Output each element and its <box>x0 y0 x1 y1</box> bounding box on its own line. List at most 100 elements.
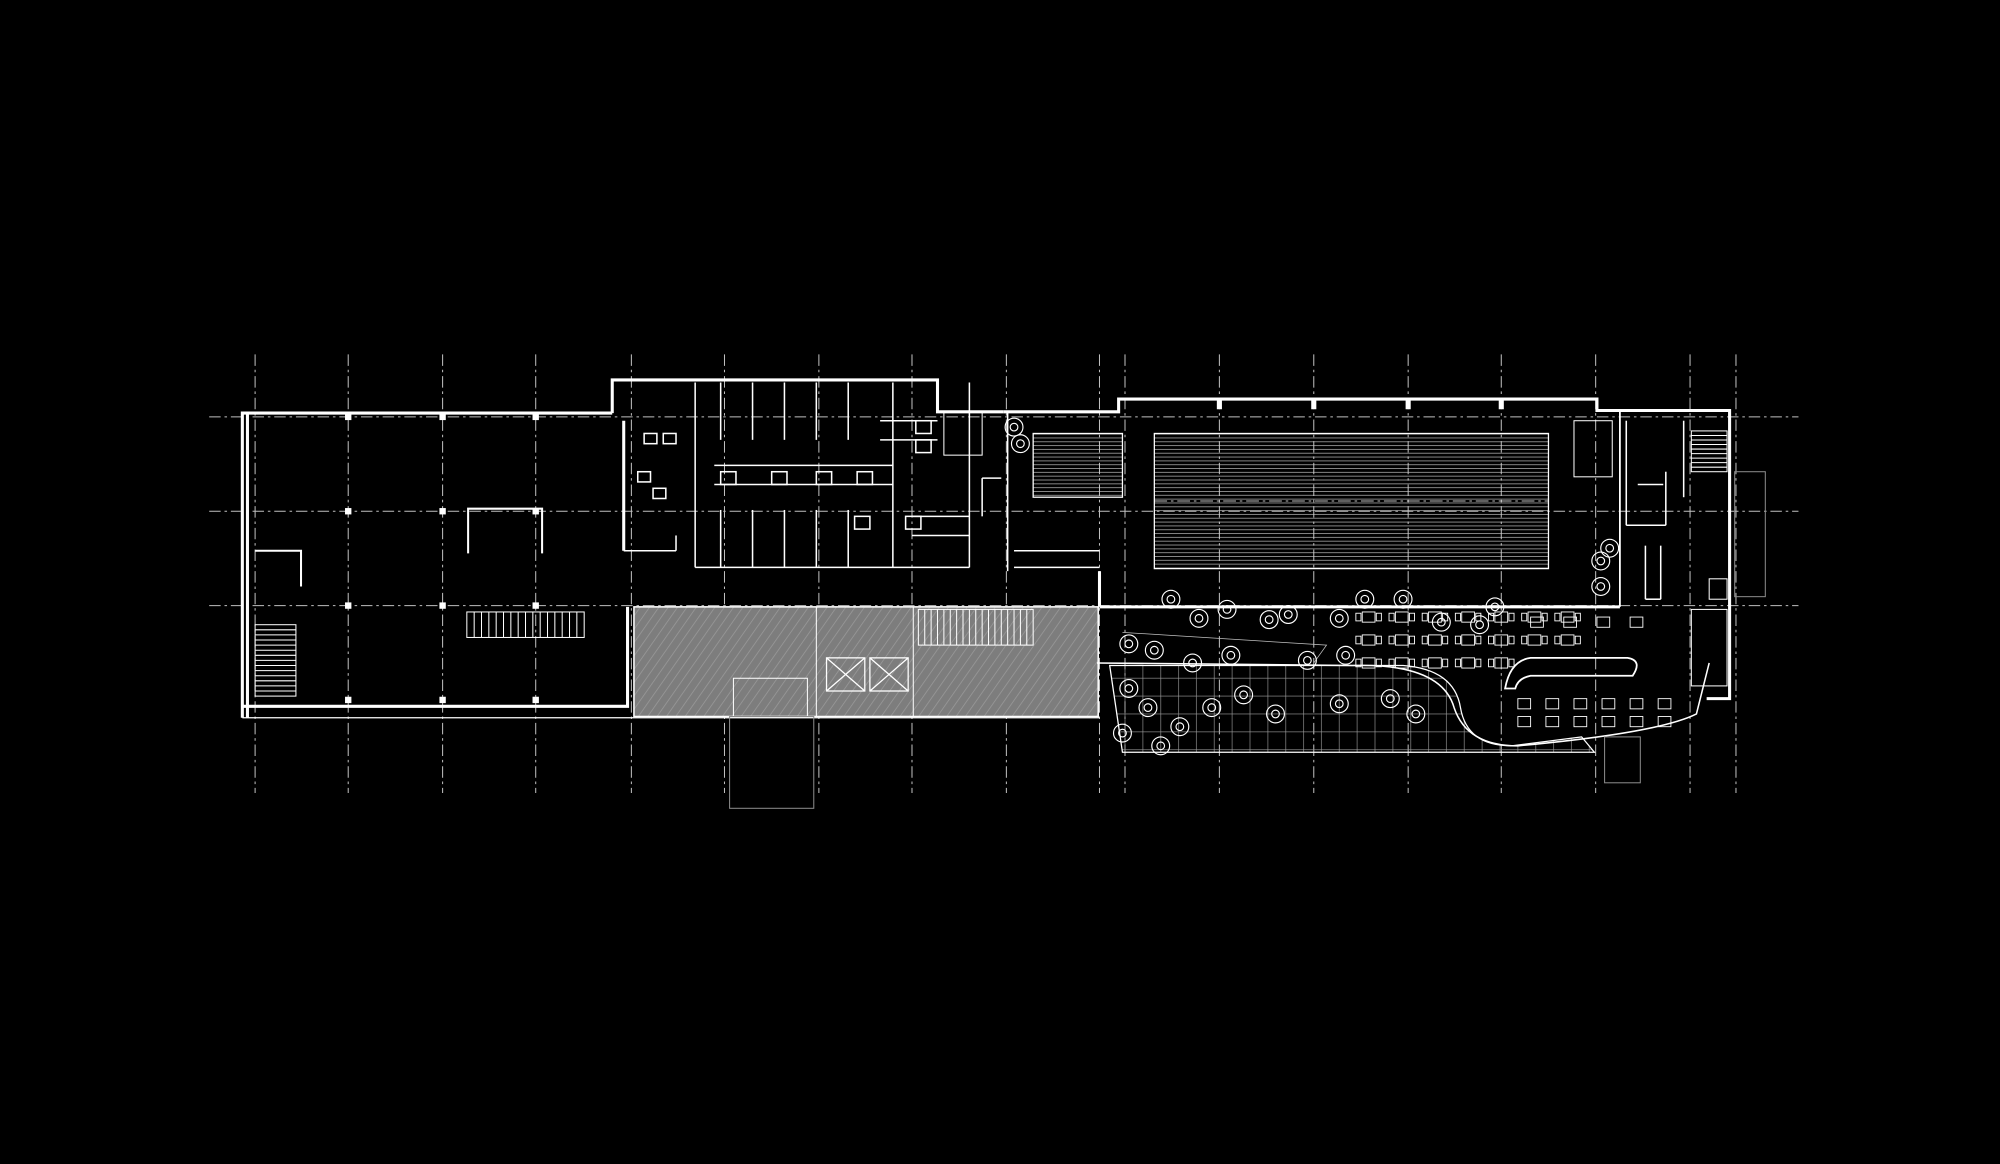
cafe-chair <box>1521 635 1528 645</box>
tree-canopy <box>1112 723 1132 743</box>
cafe-chair <box>1454 612 1461 622</box>
tree-trunk <box>1124 639 1134 649</box>
tree-trunk <box>1490 602 1500 612</box>
cafe-chair <box>1454 658 1461 668</box>
cafe-table <box>1629 716 1644 728</box>
cafe-chair <box>1508 612 1515 622</box>
cafe-table <box>1494 611 1509 623</box>
fixture <box>770 470 788 486</box>
west-stair <box>254 611 585 697</box>
tree-canopy <box>1217 599 1237 619</box>
cafe-seating <box>1355 611 1672 728</box>
tree-canopy <box>1297 650 1317 670</box>
cafe-chair <box>1408 635 1415 645</box>
cafe-table <box>1629 698 1644 710</box>
cafe-table <box>1530 616 1544 628</box>
cafe-chair <box>1442 635 1449 645</box>
tree-trunk <box>1222 605 1232 614</box>
tree-canopy <box>1119 634 1139 654</box>
cafe-table <box>1657 698 1672 710</box>
cafe-chair <box>1475 658 1482 668</box>
cafe-table <box>1573 698 1588 710</box>
column <box>345 696 352 704</box>
cafe-chair <box>1488 612 1495 622</box>
cafe-chair <box>1421 658 1428 668</box>
tree-trunk <box>1009 422 1019 432</box>
tree-trunk <box>1175 722 1185 732</box>
cafe-chair <box>1488 635 1495 645</box>
cafe-chair <box>1375 635 1382 645</box>
cafe-chair <box>1475 635 1482 645</box>
cafe-chair <box>1475 612 1482 622</box>
cafe-chair <box>1442 658 1449 668</box>
fixture <box>815 470 833 486</box>
column <box>439 413 446 421</box>
cafe-chair <box>1355 658 1362 668</box>
cafe-chair <box>1508 635 1515 645</box>
tree-canopy <box>1406 704 1426 724</box>
tree-trunk <box>1166 594 1176 604</box>
tree-canopy <box>1010 434 1030 454</box>
tree-trunk <box>1605 543 1615 553</box>
tree-trunk <box>1239 690 1249 700</box>
cafe-table <box>1461 657 1475 669</box>
column <box>439 602 446 609</box>
cafe-table <box>1361 634 1376 646</box>
cafe-chair <box>1408 612 1415 622</box>
tree-trunk <box>1283 610 1293 619</box>
interior-partitions <box>623 382 1685 600</box>
cafe-chair <box>1388 612 1395 622</box>
cafe-table <box>1461 611 1475 623</box>
tree-trunk <box>1411 709 1421 719</box>
tree-canopy <box>1170 717 1190 737</box>
fixture <box>904 515 922 530</box>
cafe-table <box>1601 698 1616 710</box>
tree-canopy <box>1266 704 1286 724</box>
tree-trunk <box>1016 439 1025 449</box>
cafe-chair <box>1554 635 1561 645</box>
tree-trunk <box>1226 650 1236 660</box>
cafe-chair <box>1508 658 1515 668</box>
cafe-table <box>1428 634 1442 646</box>
cafe-table <box>1629 616 1644 628</box>
tree-canopy <box>1221 645 1241 665</box>
cafe-table <box>1394 634 1409 646</box>
tree-trunk <box>1596 582 1606 591</box>
cafe-table <box>1563 616 1577 628</box>
tree-canopy <box>1119 678 1139 698</box>
cafe-table <box>1545 716 1560 728</box>
tree-trunk <box>1398 594 1408 604</box>
tree-trunk <box>1271 709 1280 719</box>
column <box>345 413 352 421</box>
furniture <box>636 470 652 483</box>
tree-canopy <box>1336 645 1356 665</box>
tree-trunk <box>1156 741 1166 751</box>
cafe-chair <box>1375 658 1382 668</box>
cafe-table <box>1545 698 1560 710</box>
tree-trunk <box>1188 658 1198 668</box>
tree-canopy <box>1151 736 1171 756</box>
cafe-chair <box>1355 612 1362 622</box>
small-pool <box>1032 432 1124 498</box>
tree-trunk <box>1596 556 1606 566</box>
cafe-table <box>1560 634 1575 646</box>
tree-canopy <box>1259 610 1279 630</box>
column <box>439 696 446 704</box>
garden-trees <box>1004 417 1620 756</box>
tree-canopy <box>1393 589 1413 609</box>
tree-canopy <box>1138 698 1158 718</box>
tree-canopy <box>1329 694 1349 714</box>
tree-canopy <box>1591 551 1611 571</box>
tree-trunk <box>1124 684 1134 693</box>
tree-canopy <box>1161 589 1181 609</box>
tree-trunk <box>1149 645 1159 655</box>
cafe-table <box>1394 657 1409 669</box>
column <box>532 508 539 515</box>
tree-canopy <box>1355 589 1375 609</box>
column <box>345 602 352 609</box>
column <box>532 696 539 704</box>
cafe-table <box>1596 616 1611 628</box>
tree-canopy <box>1591 576 1611 596</box>
column <box>1311 399 1317 410</box>
